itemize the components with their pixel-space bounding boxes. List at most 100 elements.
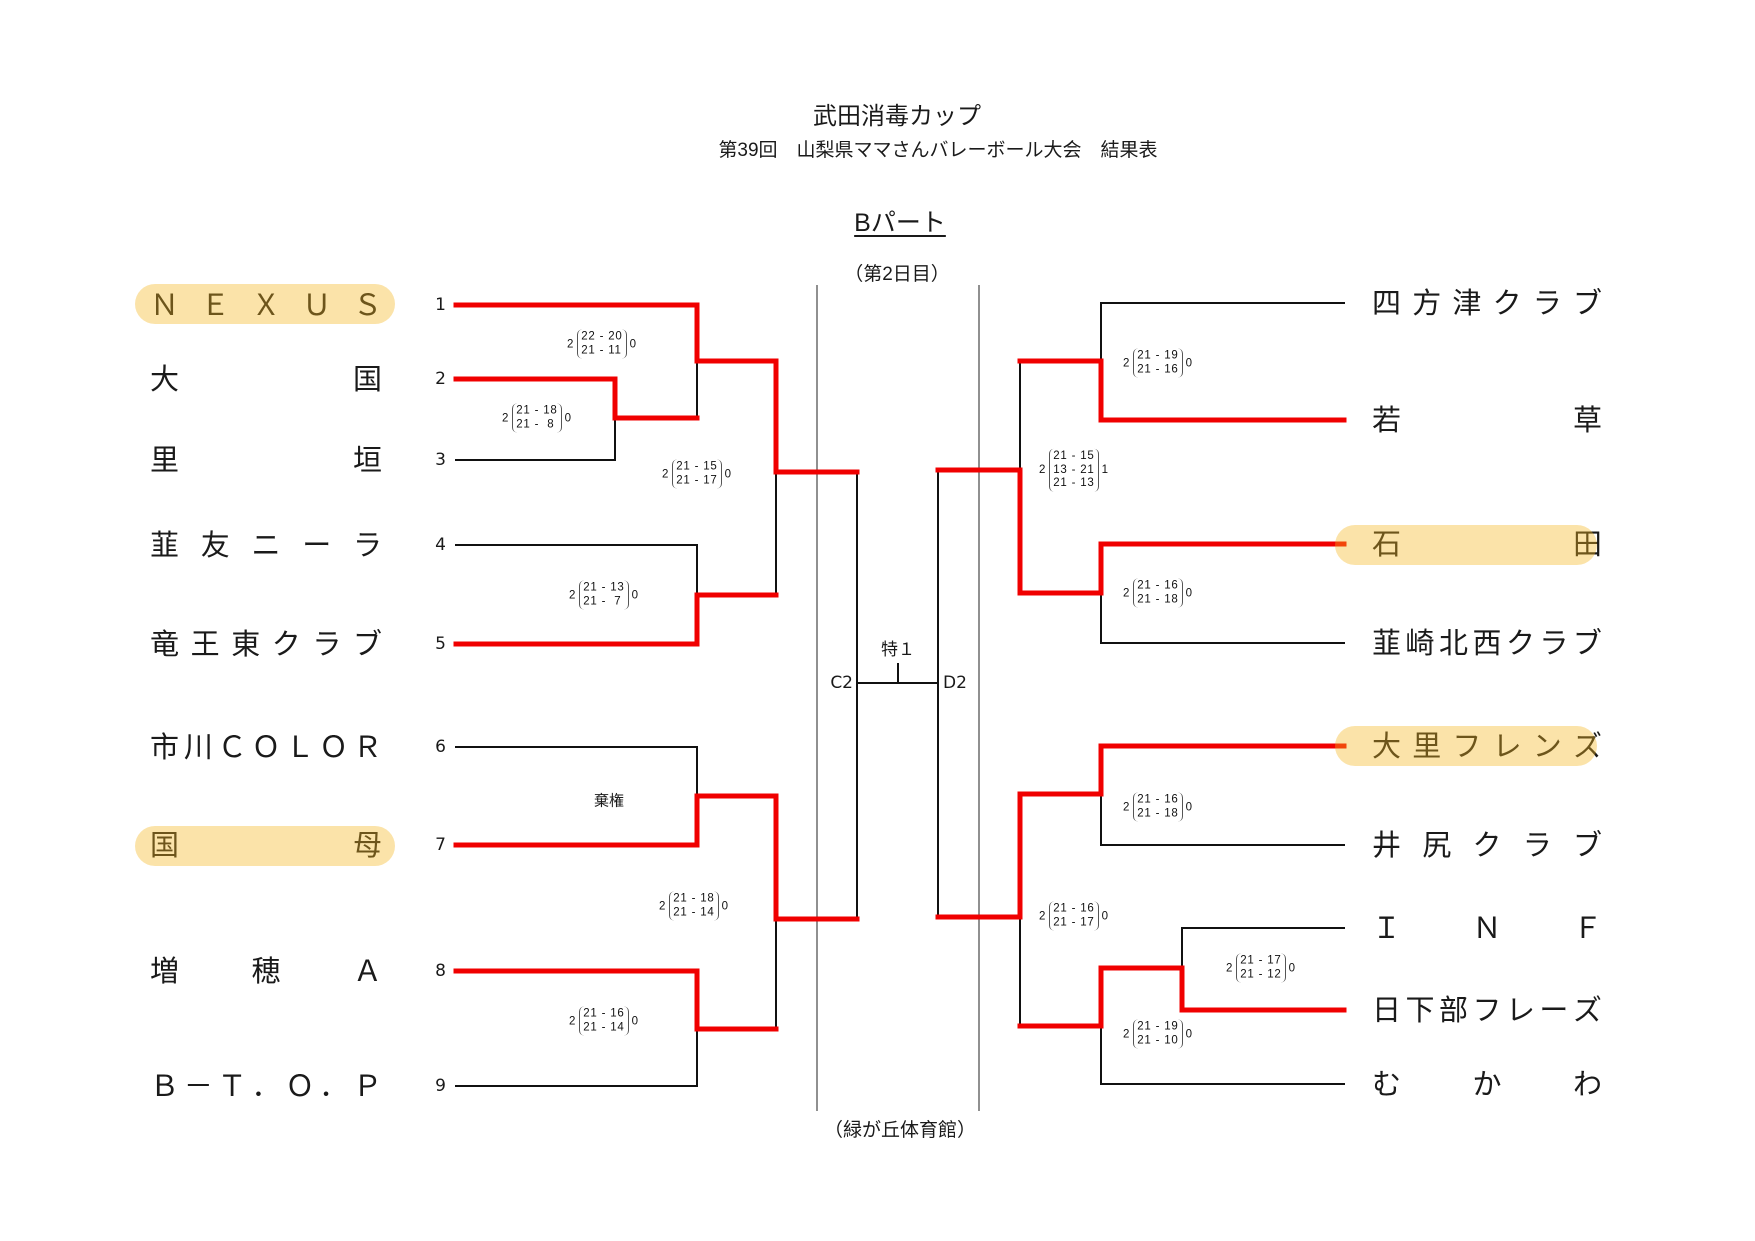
- team-name-char: －: [183, 1069, 213, 1103]
- sets-lost: 0: [629, 338, 637, 350]
- sets-lost: 0: [1288, 962, 1296, 974]
- team-name-char: 母: [352, 828, 382, 862]
- sets-lost: 0: [1185, 1028, 1193, 1040]
- match-score-R6: 2 21 - 19 21 - 10 0: [1120, 1019, 1196, 1049]
- team-name-char: ブ: [1572, 286, 1602, 320]
- sets-lost: 0: [631, 589, 639, 601]
- team-name-left-7: 国母: [150, 825, 382, 865]
- team-name-char: ク: [1472, 828, 1502, 862]
- set-score: 21 - 13: [583, 581, 625, 594]
- team-name-char: Ｓ: [352, 288, 382, 322]
- match-score-L3: 2 21 - 13 21 - 7 0: [566, 580, 642, 610]
- team-name-char: む: [1372, 1067, 1402, 1101]
- set-score: 21 - 19: [1137, 1020, 1179, 1033]
- set-score: 21 - 11: [581, 344, 622, 356]
- sets-won: 2: [1226, 962, 1234, 974]
- team-name-char: 穂: [251, 954, 281, 988]
- set-score: 21 - 17: [676, 474, 718, 486]
- team-name-right-3: 石田: [1372, 524, 1602, 564]
- team-name-char: 増: [150, 954, 180, 988]
- set-score: 21 - 16: [1137, 579, 1179, 592]
- match-score-L4: 2 21 - 15 21 - 17 0: [659, 459, 735, 489]
- set-scores: 21 - 16 21 - 18: [1133, 578, 1183, 608]
- team-name-char: 国: [352, 362, 382, 396]
- team-name-char: Ｐ: [352, 1069, 382, 1103]
- team-name-char: Ｉ: [1372, 911, 1402, 945]
- team-name-char: 大: [1372, 729, 1402, 763]
- sets-won: 2: [1123, 587, 1131, 599]
- seed-number: 9: [435, 1076, 446, 1096]
- set-scores: 21 - 15 13 - 21 21 - 13: [1049, 448, 1099, 492]
- set-score: 22 - 20: [581, 330, 623, 343]
- team-name-char: ラ: [312, 627, 342, 661]
- team-name-char: ン: [1532, 729, 1562, 763]
- set-scores: 21 - 16 21 - 14: [579, 1006, 629, 1036]
- team-name-char: ラ: [1522, 828, 1552, 862]
- seed-number: 6: [435, 737, 446, 757]
- team-name-char: Ｎ: [150, 288, 180, 322]
- team-name-char: 東: [231, 627, 261, 661]
- set-score: 21 - 13: [1053, 476, 1095, 489]
- team-name-char: 日: [1372, 993, 1402, 1027]
- highlight-pill: [1335, 525, 1597, 565]
- set-score: 21 - 18: [673, 892, 715, 905]
- match-score-R7: 2 21 - 16 21 - 17 0: [1036, 901, 1112, 931]
- team-name-char: 里: [150, 443, 180, 477]
- team-name-char: Ｃ: [217, 730, 247, 764]
- team-name-char: ク: [271, 627, 301, 661]
- final-left-slot: C2: [830, 673, 853, 693]
- sets-won: 2: [569, 589, 577, 601]
- sets-lost: 1: [1101, 464, 1109, 476]
- sets-won: 2: [1123, 801, 1131, 813]
- team-name-char: 井: [1372, 828, 1402, 862]
- team-name-char: Ｎ: [1472, 911, 1502, 945]
- sets-lost: 0: [631, 1015, 639, 1027]
- match-score-R2: 2 21 - 16 21 - 18 0: [1120, 578, 1196, 608]
- seed-number: 3: [435, 450, 446, 470]
- team-name-char: Ａ: [352, 954, 382, 988]
- set-score: 21 - 7: [583, 595, 622, 607]
- team-name-left-3: 里垣: [150, 440, 382, 480]
- team-name-char: 方: [1412, 286, 1442, 320]
- set-score: 21 - 16: [1137, 363, 1179, 375]
- team-name-char: わ: [1572, 1067, 1602, 1101]
- match-score-R5: 2 21 - 17 21 - 12 0: [1223, 953, 1299, 983]
- seed-number: 1: [435, 295, 446, 315]
- team-name-char: 友: [200, 528, 230, 562]
- team-name-char: 津: [1452, 286, 1482, 320]
- team-name-char: 草: [1572, 403, 1602, 437]
- team-name-char: 市: [150, 730, 180, 764]
- set-scores: 21 - 18 21 - 14: [669, 891, 719, 921]
- sets-won: 2: [502, 412, 510, 424]
- team-name-char: ズ: [1572, 993, 1602, 1027]
- team-name-char: ブ: [1572, 828, 1602, 862]
- sets-won: 2: [662, 468, 670, 480]
- team-name-char: レ: [1505, 993, 1535, 1027]
- team-name-char: Ｏ: [319, 730, 349, 764]
- team-name-char: ．: [251, 1069, 281, 1103]
- set-scores: 21 - 16 21 - 17: [1049, 901, 1099, 931]
- highlight-pill: [135, 826, 395, 866]
- team-name-left-5: 竜王東クラブ: [150, 624, 382, 664]
- set-scores: 21 - 19 21 - 16: [1133, 348, 1183, 378]
- seed-number: 5: [435, 634, 446, 654]
- set-score: 21 - 16: [583, 1007, 625, 1020]
- sets-lost: 0: [1185, 801, 1193, 813]
- set-scores: 21 - 13 21 - 7: [579, 580, 629, 610]
- day-label: （第2日目）: [844, 264, 950, 285]
- set-score: 21 - 15: [676, 460, 718, 473]
- part-heading: Bパート: [800, 203, 1000, 239]
- team-name-char: ク: [1505, 626, 1535, 660]
- team-name-char: 西: [1472, 626, 1502, 660]
- team-name-left-2: 大国: [150, 359, 382, 399]
- set-score: 21 - 15: [1053, 449, 1095, 462]
- set-scores: 21 - 15 21 - 17: [672, 459, 722, 489]
- team-name-left-9: Ｂ－Ｔ．Ｏ．Ｐ: [150, 1066, 382, 1106]
- team-name-char: 若: [1372, 403, 1402, 437]
- tournament-title: 武田消毒カップ: [813, 103, 981, 130]
- team-name-char: 崎: [1405, 626, 1435, 660]
- team-name-char: 川: [183, 730, 213, 764]
- team-name-char: Ｂ: [150, 1069, 180, 1103]
- team-name-char: フ: [1472, 993, 1502, 1027]
